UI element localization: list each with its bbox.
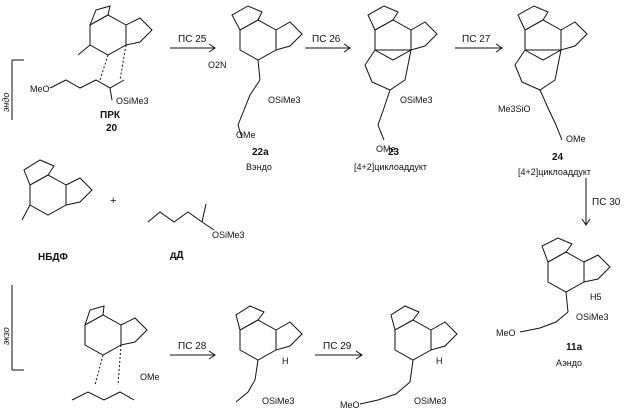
label-ps26: ПС 26 [312,34,341,45]
label-prk-number: 20 [106,123,118,134]
label-ome-exo: OMe [140,372,160,382]
label-endo: эндо [1,93,11,112]
structure-exo-prk [71,305,148,401]
label-osime3-22a: OSiMe3 [268,95,301,105]
label-11a: 11а [566,342,583,353]
label-prk: ПРК [100,110,121,121]
label-h-b2: H [436,356,443,366]
label-plus: + [110,195,116,207]
label-22a: 22а [252,147,269,158]
label-ps30: ПС 30 [592,197,621,208]
structure-prk-20 [49,5,153,101]
label-23-sub: [4+2]циклоаддукт [354,162,427,172]
label-dd: дД [170,250,183,261]
label-h5-11a: H5 [590,292,602,302]
label-osime3-11a: OSiMe3 [576,312,609,322]
label-ps27: ПС 27 [462,34,491,45]
label-o2n-22a: O2N [208,60,227,70]
label-24-sub: [4+2]циклоаддукт [518,167,591,177]
label-22a-sub: Вэндо [246,162,272,172]
structure-dd [147,203,215,231]
label-osime3-b1: OSiMe3 [262,396,295,406]
structure-22a [231,5,303,139]
label-osime3-b2: OSiMe3 [414,396,447,406]
structure-23 [364,5,438,141]
structure-11a [519,237,611,333]
label-ps29: ПС 29 [323,341,352,352]
label-ome-22a: OMe [236,130,256,140]
label-24: 24 [552,152,564,163]
label-exo: экзо [1,327,11,345]
label-meo-b2: MeO [340,400,360,410]
structure-nbdf [21,159,93,221]
label-ps28: ПС 28 [178,341,207,352]
label-ome-23: OMe [376,144,396,154]
label-11a-sub: Аэндо [556,358,582,368]
label-h-b1: H [282,356,289,366]
label-ome-24: OMe [566,134,586,144]
label-23: 23 [388,147,400,158]
label-me3sio-24: Me3SiO [498,104,531,114]
structure-24 [514,5,588,141]
label-ps25: ПС 25 [178,34,207,45]
label-meo-prk: MeO [30,84,50,94]
label-osime3-prk: OSiMe3 [116,96,149,106]
label-nbdf: НБДФ [38,252,68,263]
structure-ps28-product [235,305,303,403]
label-osime3-23: OSiMe3 [400,95,433,105]
label-meo-11a: MeO [496,328,516,338]
structure-ps29-product [359,305,458,405]
label-osime3-dd: OSiMe3 [212,230,245,240]
